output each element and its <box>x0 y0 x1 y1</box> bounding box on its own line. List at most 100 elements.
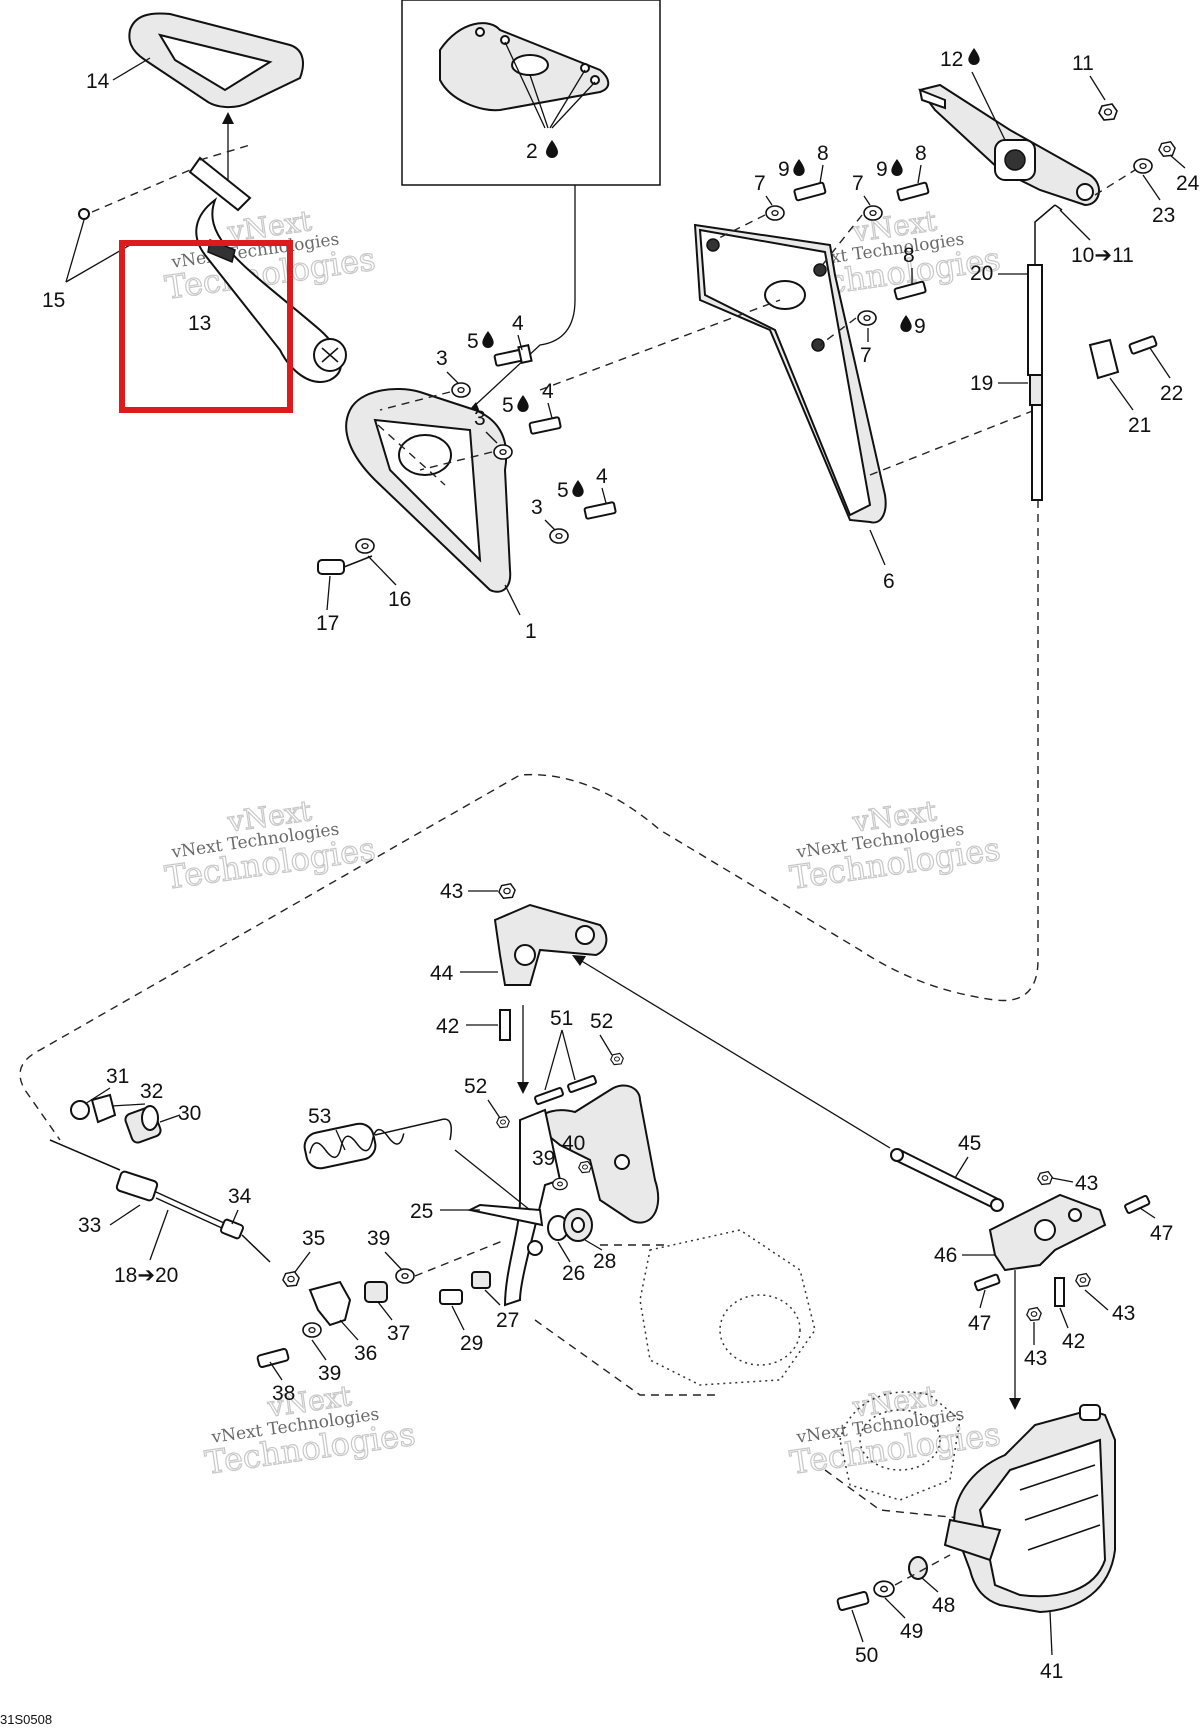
callout-50: 50 <box>855 1644 878 1667</box>
watermark-bottom-left: vNext vNext Technologies Technologies <box>202 1379 418 1483</box>
callout-5: 5 <box>502 394 514 417</box>
hardware-row-1: 3 5 4 <box>379 312 533 411</box>
watermark-mid-left: vNext vNext Technologies Technologies <box>162 794 378 898</box>
callout-9: 9 <box>876 158 888 181</box>
callout-29: 29 <box>460 1332 483 1355</box>
callout-43: 43 <box>1024 1347 1047 1370</box>
callout-53: 53 <box>308 1105 331 1128</box>
callout-9: 9 <box>778 158 790 181</box>
callout-15: 15 <box>42 289 65 312</box>
callout-36: 36 <box>354 1342 377 1365</box>
callout-39: 39 <box>532 1147 555 1170</box>
callout-8: 8 <box>915 142 927 165</box>
part-44-bracket: 43 44 42 <box>430 880 608 1094</box>
callout-42: 42 <box>436 1015 459 1038</box>
callout-46: 46 <box>934 1244 957 1267</box>
callout-8: 8 <box>817 142 829 165</box>
ghost-pump-housing-right <box>824 1391 991 1521</box>
parts-11-23-24: 11 23 24 10➔11 <box>1059 52 1200 267</box>
callout-13: 13 <box>188 312 211 335</box>
parts-16-17: 16 17 <box>316 538 411 635</box>
callout-24: 24 <box>1176 172 1200 195</box>
callout-7: 7 <box>754 172 766 195</box>
callout-4: 4 <box>596 465 608 488</box>
callout-35: 35 <box>302 1227 325 1250</box>
callout-25: 25 <box>410 1200 433 1223</box>
callout-26: 26 <box>562 1262 585 1285</box>
callout-7: 7 <box>860 344 872 367</box>
part-41-reverse-gate: 41 <box>943 1404 1116 1683</box>
hardware-row-2: 3 5 4 <box>419 380 562 471</box>
callout-9: 9 <box>914 315 926 338</box>
callout-16: 16 <box>388 588 411 611</box>
hardware-7-8-9-left: 7 9 8 <box>714 142 829 241</box>
liquid-drop-icon <box>900 315 912 332</box>
liquid-drop-icon <box>482 331 494 348</box>
callout-4: 4 <box>512 312 524 335</box>
callout-3: 3 <box>531 496 543 519</box>
callout-30: 30 <box>178 1102 201 1125</box>
callout-11: 11 <box>1072 52 1094 75</box>
callout-5: 5 <box>557 479 569 502</box>
callout-47: 47 <box>1150 1222 1173 1245</box>
ghost-pump-housing-left <box>534 1229 816 1396</box>
diagram-code: 31S0508 <box>0 1712 52 1727</box>
hardware-row-3: 3 5 4 <box>531 465 617 544</box>
callout-43: 43 <box>1075 1172 1098 1195</box>
callout-48: 48 <box>932 1594 955 1617</box>
parts-30-31-32: 31 32 30 <box>70 1065 201 1144</box>
part-45-link: 45 <box>572 955 1004 1212</box>
callout-49: 49 <box>900 1620 923 1643</box>
cable-routing-path <box>19 500 1039 1141</box>
part-12-lever: 12 <box>918 48 1100 211</box>
parts-35-36-37-38-39: 35 36 37 39 39 38 <box>256 1227 506 1405</box>
parts-48-49-50: 48 49 50 <box>836 1554 955 1667</box>
callout-19: 19 <box>970 372 993 395</box>
callout-21: 21 <box>1128 414 1151 437</box>
part-33-cable: 33 34 18➔20 <box>49 1139 271 1287</box>
callout-7: 7 <box>852 172 864 195</box>
callout-27: 27 <box>496 1309 519 1332</box>
part-14-cover: 14 <box>86 12 304 180</box>
part-25-reverse-lever: 25 <box>410 1084 660 1307</box>
parts-26-27-28-29: 26 28 27 29 <box>439 1208 616 1355</box>
callout-40: 40 <box>562 1132 585 1155</box>
liquid-drop-icon <box>891 159 903 176</box>
callout-31: 31 <box>106 1065 129 1088</box>
part-1-housing: 1 <box>345 388 537 643</box>
liquid-drop-icon <box>968 48 980 65</box>
callout-3: 3 <box>474 407 486 430</box>
inset-detail-box: 2 <box>401 0 661 414</box>
callout-17: 17 <box>316 612 339 635</box>
callout-39: 39 <box>367 1227 390 1250</box>
callout-34: 34 <box>228 1185 252 1208</box>
callout-41: 41 <box>1040 1660 1063 1683</box>
watermark-group: vNext vNext Technologies Technologies vN… <box>162 204 1003 1483</box>
hardware-7-8-9-right: 7 8 9 <box>819 244 927 367</box>
callout-52: 52 <box>590 1010 613 1033</box>
part-20-cable: 20 19 <box>970 204 1056 501</box>
parts-51-52: 51 52 52 40 39 <box>464 1007 624 1191</box>
part-6-plate: 6 <box>539 223 1041 593</box>
callout-12: 12 <box>940 48 963 71</box>
callout-47: 47 <box>968 1312 991 1335</box>
callout-51: 51 <box>550 1007 573 1030</box>
highlight-box-part-13 <box>119 240 293 413</box>
callout-43: 43 <box>440 880 463 903</box>
callout-22: 22 <box>1160 382 1183 405</box>
callout-32: 32 <box>140 1080 163 1103</box>
callout-14: 14 <box>86 70 110 93</box>
callout-43: 43 <box>1112 1302 1135 1325</box>
parts-21-22: 21 22 <box>1088 335 1183 437</box>
watermark-mid-right: vNext vNext Technologies Technologies <box>787 794 1003 898</box>
callout-37: 37 <box>387 1322 410 1345</box>
callout-52: 52 <box>464 1075 487 1098</box>
callout-8: 8 <box>903 244 915 267</box>
liquid-drop-icon <box>517 395 529 412</box>
callout-18-to-20: 18➔20 <box>114 1264 178 1287</box>
callout-6: 6 <box>883 570 895 593</box>
callout-39: 39 <box>318 1362 341 1385</box>
part-53-spring: 53 <box>303 1105 531 1211</box>
callout-20: 20 <box>970 262 993 285</box>
liquid-drop-icon <box>572 480 584 497</box>
